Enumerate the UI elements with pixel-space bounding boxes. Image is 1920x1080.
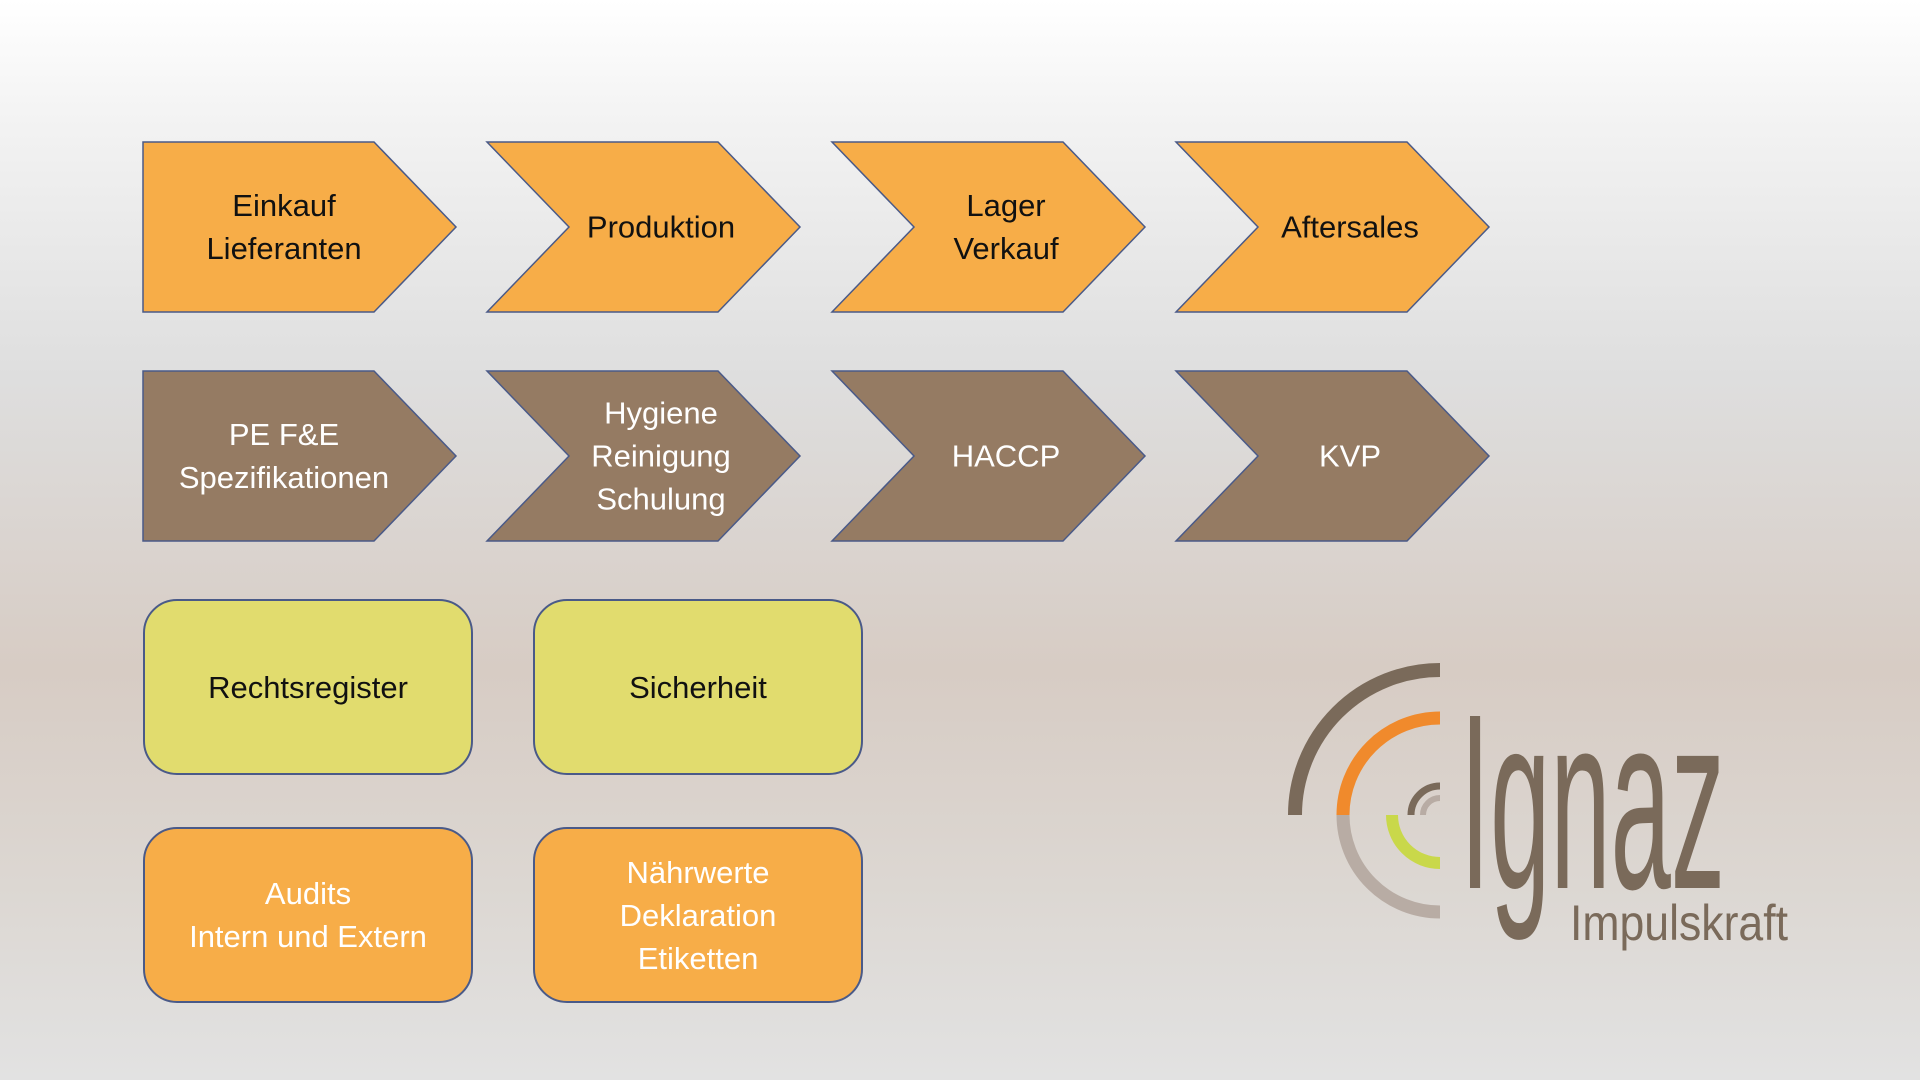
process-chevron-label-line: Einkauf xyxy=(232,188,336,223)
box-audits: Audits Intern und Extern xyxy=(143,827,473,1003)
quality-chevron-label-line: Schulung xyxy=(596,482,725,517)
process-chevron-label-line: Aftersales xyxy=(1281,210,1419,245)
quality-chevron-2 xyxy=(485,370,802,542)
process-chevron-4 xyxy=(1174,141,1491,313)
quality-chevron-label-3: HACCP xyxy=(952,439,1061,474)
quality-chevron-1 xyxy=(142,370,458,542)
process-chevron-label-2: Produktion xyxy=(587,210,735,245)
quality-chevron-label-1: PE F&E Spezifikationen xyxy=(179,417,389,495)
quality-chevron-3 xyxy=(830,370,1147,542)
process-chevron-label-line: Produktion xyxy=(587,210,735,245)
logo-tagline: Impulskraft xyxy=(1570,895,1788,951)
quality-chevron-label-line: HACCP xyxy=(952,439,1061,474)
ignaz-logo: Ignaz Impulskraft xyxy=(1288,662,1788,951)
box-sicherheit: Sicherheit xyxy=(533,599,863,775)
quality-chevron-label-line: Hygiene xyxy=(604,396,718,431)
quality-chevron-label-line: PE F&E xyxy=(229,417,339,452)
process-chevron-label-line: Lieferanten xyxy=(206,231,361,266)
quality-chevron-4 xyxy=(1174,370,1491,542)
process-chevron-2 xyxy=(485,141,802,313)
logo-arcs-icon xyxy=(1288,663,1441,919)
process-chevron-label-4: Aftersales xyxy=(1281,210,1419,245)
process-chevron-label-line: Lager xyxy=(966,188,1045,223)
quality-chevron-label-line: Reinigung xyxy=(591,439,731,474)
process-chevron-3 xyxy=(830,141,1147,313)
process-chevron-label-line: Verkauf xyxy=(953,231,1059,266)
quality-chevron-label-line: Spezifikationen xyxy=(179,460,389,495)
box-rechtsregister: Rechtsregister xyxy=(143,599,473,775)
process-chevron-1 xyxy=(142,141,458,313)
quality-chevron-label-4: KVP xyxy=(1319,439,1381,474)
logo-wordmark: Ignaz xyxy=(1460,662,1725,941)
box-naehrwerte: Nährwerte Deklaration Etiketten xyxy=(533,827,863,1003)
quality-chevron-label-line: KVP xyxy=(1319,439,1381,474)
